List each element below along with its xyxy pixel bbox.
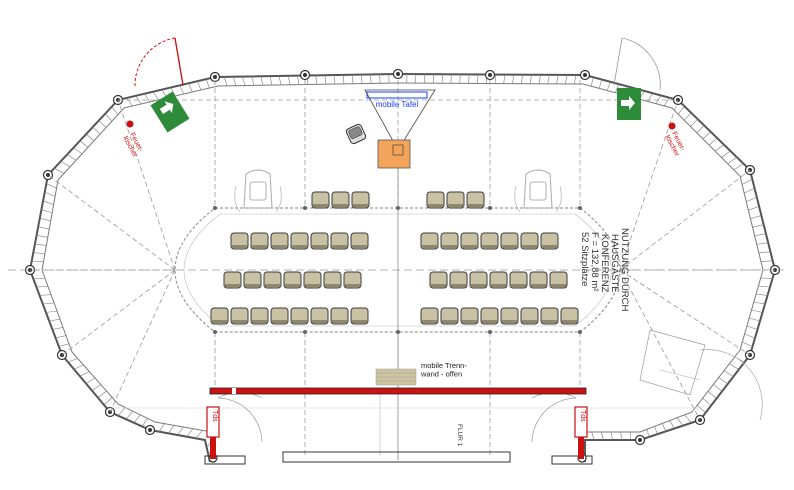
tds-right-label: Tds [579, 410, 586, 422]
building-structure [8, 37, 786, 465]
exit-sign-icon [150, 91, 190, 133]
info-line-5: 52 Sitzplätze [579, 232, 590, 286]
door-swing-icon [613, 37, 661, 91]
info-line-1: NUTZUNG DURCH [619, 228, 630, 312]
facade-outer [28, 72, 777, 463]
mobile-board: mobile Tafel [345, 89, 436, 169]
fire-extinguisher-left-label: Feuer-löscher [121, 132, 145, 159]
entrance-threshold [282, 451, 511, 463]
info-line-4: F = 132,88 m² [589, 232, 600, 291]
fire-extinguisher-icon [668, 122, 676, 130]
fire-extinguisher-right-label: Feuer-löscher [663, 131, 687, 158]
tds-left-label: Tds [211, 410, 218, 422]
partition-label: mobile Trenn-wand - offen [420, 361, 467, 378]
seating-rows [210, 191, 579, 325]
lounge-chair-left-icon [234, 169, 282, 213]
info-line-3: KONFERENZ [599, 234, 610, 293]
corridor-label: FLUR 1 [456, 424, 463, 447]
speaker-table [377, 139, 411, 169]
info-line-2: HAUSGÄSTE [609, 234, 620, 293]
exit-sign-icon [617, 88, 641, 120]
door-bar [209, 387, 587, 395]
room-info: NUTZUNG DURCH HAUSGÄSTE KONFERENZ F = 13… [579, 228, 630, 312]
armchair-icon [345, 123, 367, 145]
mobile-board-label: mobile Tafel [376, 100, 419, 109]
lounge-chair-right-icon [514, 169, 562, 213]
fire-extinguisher-icon [126, 120, 134, 128]
mobile-partition [375, 368, 417, 386]
